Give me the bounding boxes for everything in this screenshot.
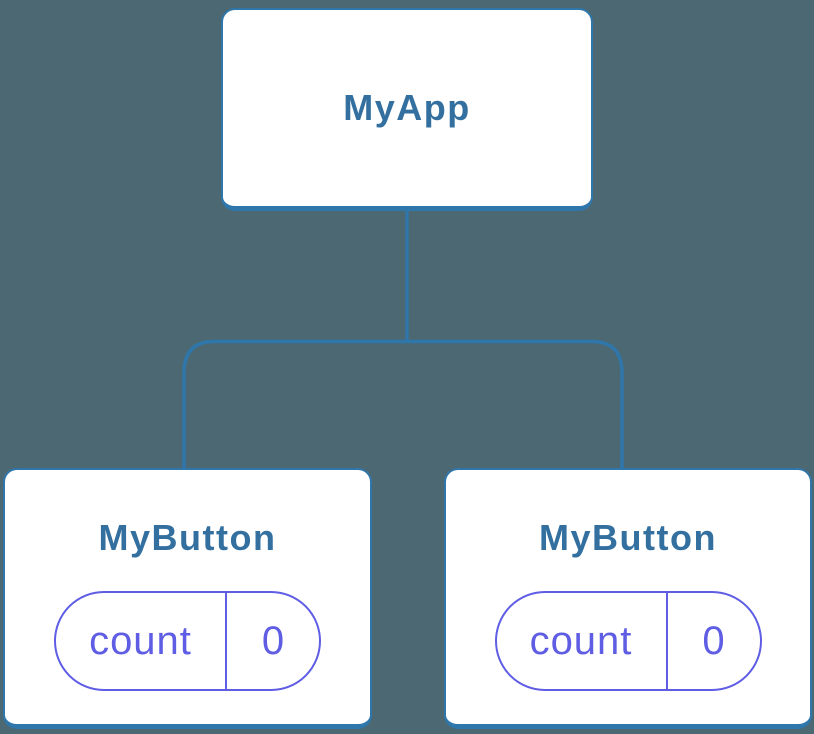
state-value: 0	[665, 593, 760, 690]
state-key: count	[529, 618, 633, 663]
state-pill: count 0	[54, 591, 321, 692]
node-mybutton-right: MyButton count 0	[444, 468, 812, 729]
node-label: MyApp	[343, 87, 471, 129]
node-mybutton-left: MyButton count 0	[3, 468, 372, 729]
node-myapp: MyApp	[221, 8, 593, 211]
state-value: 0	[225, 593, 319, 690]
children-bracket-line	[182, 339, 624, 470]
node-label: MyButton	[539, 517, 717, 558]
node-label: MyButton	[98, 517, 277, 558]
state-pill: count 0	[494, 591, 762, 692]
state-key: count	[89, 618, 192, 663]
